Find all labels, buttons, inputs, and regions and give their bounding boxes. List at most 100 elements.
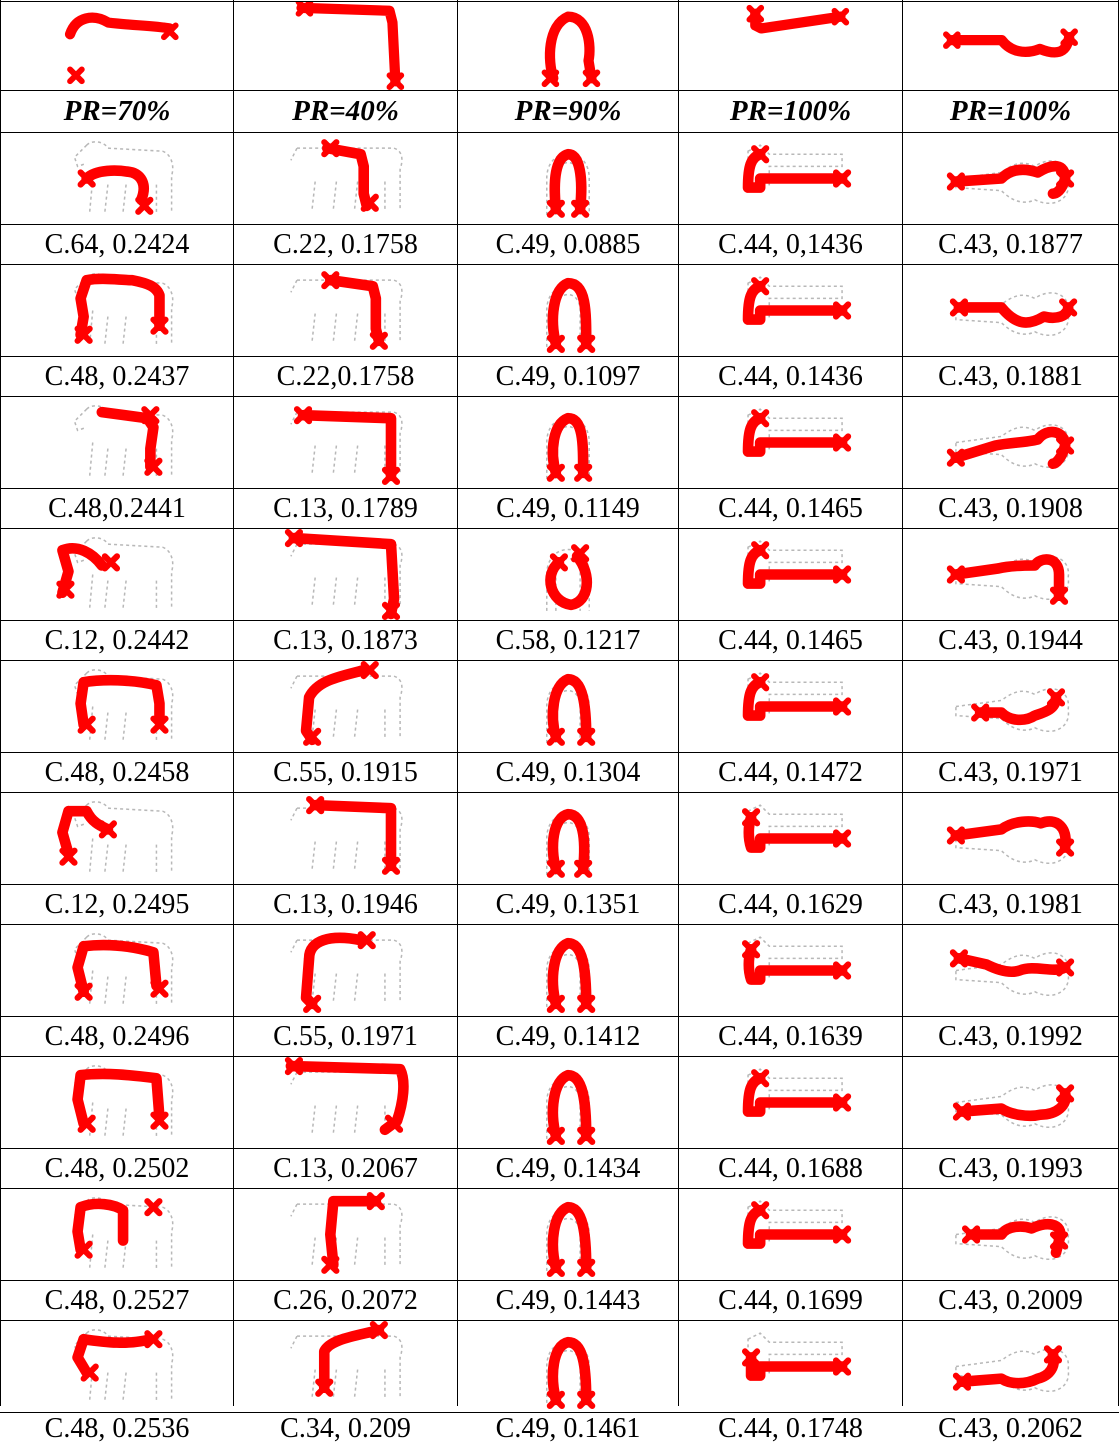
end-x-marker xyxy=(836,1096,848,1108)
cow-figure-svg xyxy=(234,1321,457,1412)
hammer-figure-svg xyxy=(679,1321,902,1412)
end-x-marker xyxy=(574,547,586,559)
result-cell: C.49, 0.1149 xyxy=(458,489,678,528)
trajectory-path xyxy=(956,432,1065,464)
horse-trajectory-figure xyxy=(1,2,233,90)
result-cell: C.58, 0.1217 xyxy=(458,621,678,660)
start-x-marker xyxy=(550,863,562,875)
end-x-marker xyxy=(385,860,397,872)
start-x-marker xyxy=(550,731,562,743)
cow-figure-svg xyxy=(234,661,457,752)
end-x-marker xyxy=(147,1201,159,1213)
trajectory-path xyxy=(959,307,1068,322)
hammer-trajectory-figure xyxy=(679,925,902,1016)
trajectory-path xyxy=(555,154,581,209)
end-x-marker xyxy=(836,832,848,844)
end-x-marker xyxy=(1053,1235,1065,1247)
table-row-rule xyxy=(0,924,1119,925)
start-x-marker xyxy=(81,719,93,731)
result-cell: C.22, 0.1758 xyxy=(234,225,457,264)
table-row-rule xyxy=(0,1148,1119,1149)
cow-trajectory-figure xyxy=(234,925,457,1016)
start-x-marker xyxy=(553,556,565,568)
end-x-marker xyxy=(385,470,397,482)
result-cell: C.12, 0.2495 xyxy=(1,885,233,924)
result-cell: C.48, 0.2502 xyxy=(1,1149,233,1188)
horse-trajectory-figure xyxy=(1,925,233,1016)
end-x-marker xyxy=(390,75,402,87)
trajectory-path xyxy=(962,1093,1066,1115)
cow-figure-svg xyxy=(234,925,457,1016)
start-x-marker xyxy=(78,329,90,341)
result-cell: C.26, 0.2072 xyxy=(234,1281,457,1320)
result-cell: C.48, 0.2458 xyxy=(1,753,233,792)
hammer-trajectory-figure xyxy=(679,661,902,752)
start-x-marker xyxy=(288,1060,300,1072)
horseshoe-trajectory-figure xyxy=(458,133,678,224)
horseshoe-trajectory-figure xyxy=(458,925,678,1016)
end-x-marker xyxy=(836,436,848,448)
trajectory-path xyxy=(550,17,592,79)
end-x-marker xyxy=(1059,439,1071,451)
result-cell: C.48, 0.2536 xyxy=(1,1413,233,1445)
end-x-marker xyxy=(147,461,159,473)
end-x-marker xyxy=(574,203,586,215)
guitar-trajectory-figure xyxy=(903,265,1118,356)
table-row-rule xyxy=(0,1320,1119,1321)
cow-figure-svg xyxy=(234,529,457,620)
result-cell: C.49, 0.1434 xyxy=(458,1149,678,1188)
result-cell: C.13, 0.1789 xyxy=(234,489,457,528)
result-cell: C.12, 0.2442 xyxy=(1,621,233,660)
guitar-figure-svg xyxy=(903,925,1118,1016)
trajectory-path xyxy=(330,1201,375,1265)
result-cell: C.48, 0.2437 xyxy=(1,357,233,396)
guitar-figure-svg xyxy=(903,133,1118,224)
cow-trajectory-figure xyxy=(234,397,457,488)
cow-trajectory-figure xyxy=(234,1189,457,1280)
horse-figure-svg xyxy=(1,661,233,752)
start-x-marker xyxy=(754,544,766,556)
cow-figure-svg xyxy=(234,265,457,356)
guitar-trajectory-figure xyxy=(903,925,1118,1016)
guitar-trajectory-figure xyxy=(903,397,1118,488)
end-x-marker xyxy=(147,1333,159,1345)
hammer-trajectory-figure xyxy=(679,1189,902,1280)
horseshoe-trajectory-figure xyxy=(458,661,678,752)
result-cell: C.43, 0.1992 xyxy=(903,1017,1118,1056)
start-x-marker xyxy=(288,532,300,544)
end-x-marker xyxy=(1059,1087,1071,1099)
guitar-figure-svg xyxy=(903,661,1118,752)
end-x-marker xyxy=(836,700,848,712)
horse-trajectory-figure xyxy=(1,133,233,224)
start-x-marker xyxy=(59,584,71,596)
horse-figure-svg xyxy=(1,529,233,620)
horseshoe-figure-svg xyxy=(458,133,678,224)
hammer-trajectory-figure xyxy=(679,1321,902,1412)
trajectory-path xyxy=(956,166,1065,193)
end-x-marker xyxy=(580,338,592,350)
end-x-marker xyxy=(1059,961,1071,973)
start-x-marker xyxy=(745,943,757,955)
trajectory-path xyxy=(553,1207,586,1268)
start-x-marker xyxy=(956,1376,968,1388)
table-row-rule xyxy=(0,752,1119,753)
pr-header-cell: PR=90% xyxy=(458,91,678,132)
table-column-rule xyxy=(233,0,234,1406)
guitar-trajectory-figure xyxy=(903,2,1118,90)
cow-outline xyxy=(291,148,402,209)
table-row-rule xyxy=(0,90,1119,91)
trajectory-path xyxy=(956,821,1066,847)
horse-trajectory-figure xyxy=(1,1057,233,1148)
start-x-marker xyxy=(364,664,376,676)
cow-trajectory-figure xyxy=(234,793,457,884)
trajectory-path xyxy=(749,817,842,847)
hammer-trajectory-figure xyxy=(679,2,902,90)
hammer-figure-svg xyxy=(679,793,902,884)
guitar-trajectory-figure xyxy=(903,1189,1118,1280)
end-x-marker xyxy=(1059,842,1071,854)
horseshoe-figure-svg xyxy=(458,529,678,620)
end-x-marker xyxy=(364,197,376,209)
result-cell: C.48,0.2441 xyxy=(1,489,233,528)
end-x-marker xyxy=(577,467,589,479)
table-column-rule xyxy=(0,0,1,1406)
